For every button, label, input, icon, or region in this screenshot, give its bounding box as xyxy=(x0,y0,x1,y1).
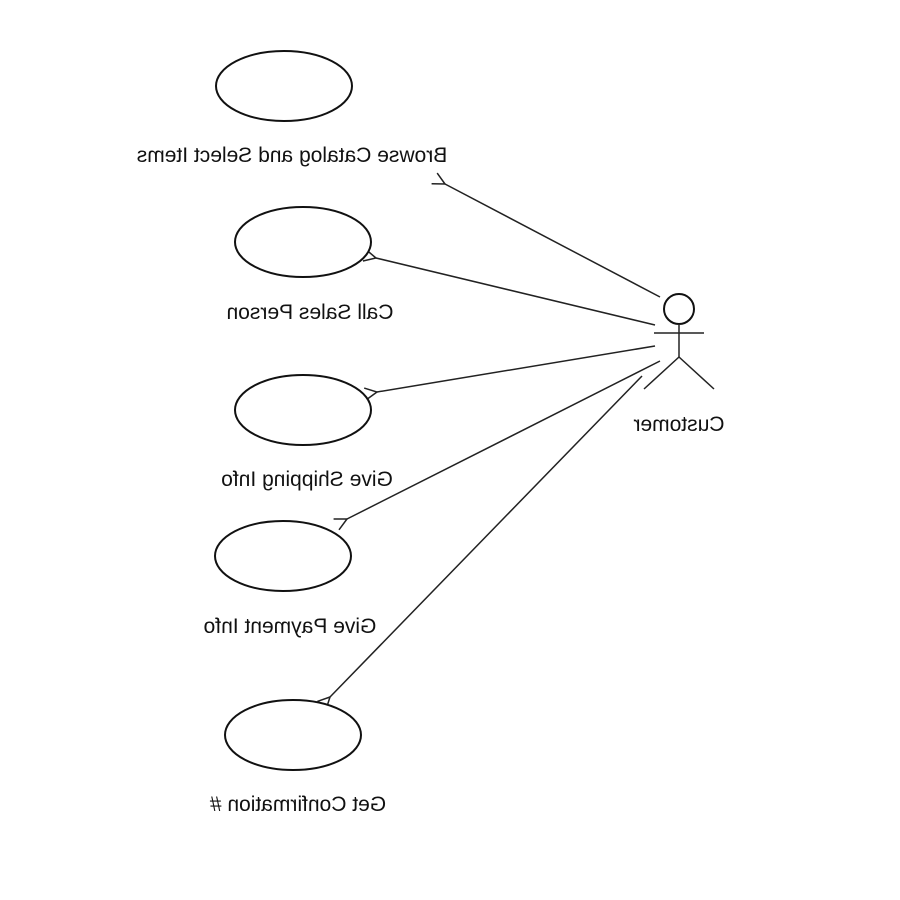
use-case-give-shipping-info xyxy=(234,374,372,446)
use-case-give-payment-info xyxy=(214,520,352,592)
use-case-call-sales-person xyxy=(234,206,372,278)
use-case-label-give-shipping-info: Give Shipping Info xyxy=(221,468,393,491)
actor-right-leg xyxy=(643,356,680,390)
use-case-label-browse-catalog: Browse Catalog and Select Items xyxy=(137,144,448,167)
actor-head xyxy=(663,293,695,325)
actor-customer xyxy=(643,293,715,390)
association-arrow-browse-catalog xyxy=(445,184,661,298)
use-case-get-confirmation xyxy=(224,699,362,771)
use-case-label-give-payment-info: Give Payment Info xyxy=(204,615,377,638)
association-arrow-get-confirmation xyxy=(330,375,643,697)
actor-left-leg xyxy=(678,356,715,390)
actor-label: Customer xyxy=(633,413,724,436)
association-arrow-call-sales-person xyxy=(376,258,656,326)
use-case-browse-catalog xyxy=(215,50,353,122)
association-arrow-give-payment-info xyxy=(347,360,661,519)
use-case-label-call-sales-person: Call Sales Person xyxy=(227,301,394,324)
association-arrow-give-shipping-info xyxy=(377,345,656,392)
use-case-label-get-confirmation: Get Confirmation # xyxy=(210,793,387,816)
